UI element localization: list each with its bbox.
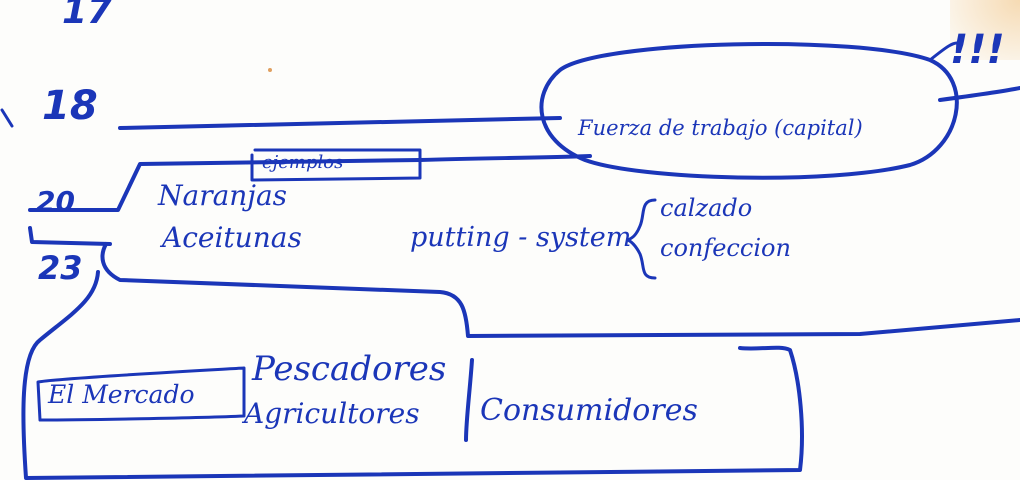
calzado-label: calzado	[660, 194, 753, 222]
consumidores-label: Consumidores	[480, 393, 698, 428]
number-23: 23	[38, 249, 83, 287]
ejemplos-label: ejemplos	[262, 152, 344, 173]
number-18: 18	[42, 83, 98, 129]
number-20: 20	[36, 185, 75, 218]
number-17: 17	[62, 0, 113, 32]
oval	[539, 42, 959, 180]
exclamation-marks: !!!	[950, 27, 1005, 73]
brace	[626, 198, 657, 280]
fuerza-de-trabajo-label: Fuerza de trabajo (capital)	[578, 116, 863, 140]
agricultores-label: Agricultores	[244, 397, 420, 430]
naranjas-label: Naranjas	[158, 179, 288, 212]
coffee-stain	[950, 0, 1020, 60]
el-mercado-label: El Mercado	[48, 380, 195, 409]
line-18	[118, 116, 562, 130]
oval-curl	[928, 41, 962, 62]
ink-speck	[268, 68, 272, 72]
pescadores-label: Pescadores	[252, 349, 447, 389]
divider	[464, 358, 474, 442]
putting-system-label: putting - system	[410, 222, 632, 253]
mercado-box	[36, 366, 246, 422]
line-20-left	[28, 158, 422, 212]
tick-mark	[0, 108, 14, 128]
line-20-under	[28, 226, 112, 246]
confeccion-label: confeccion	[660, 234, 791, 262]
aceitunas-label: Aceitunas	[162, 221, 302, 254]
mercado-outline	[21, 270, 804, 480]
ejemplos-box	[250, 148, 422, 182]
line-right	[938, 86, 1020, 102]
mercado-region	[100, 242, 1020, 338]
line-20-right	[418, 154, 592, 162]
